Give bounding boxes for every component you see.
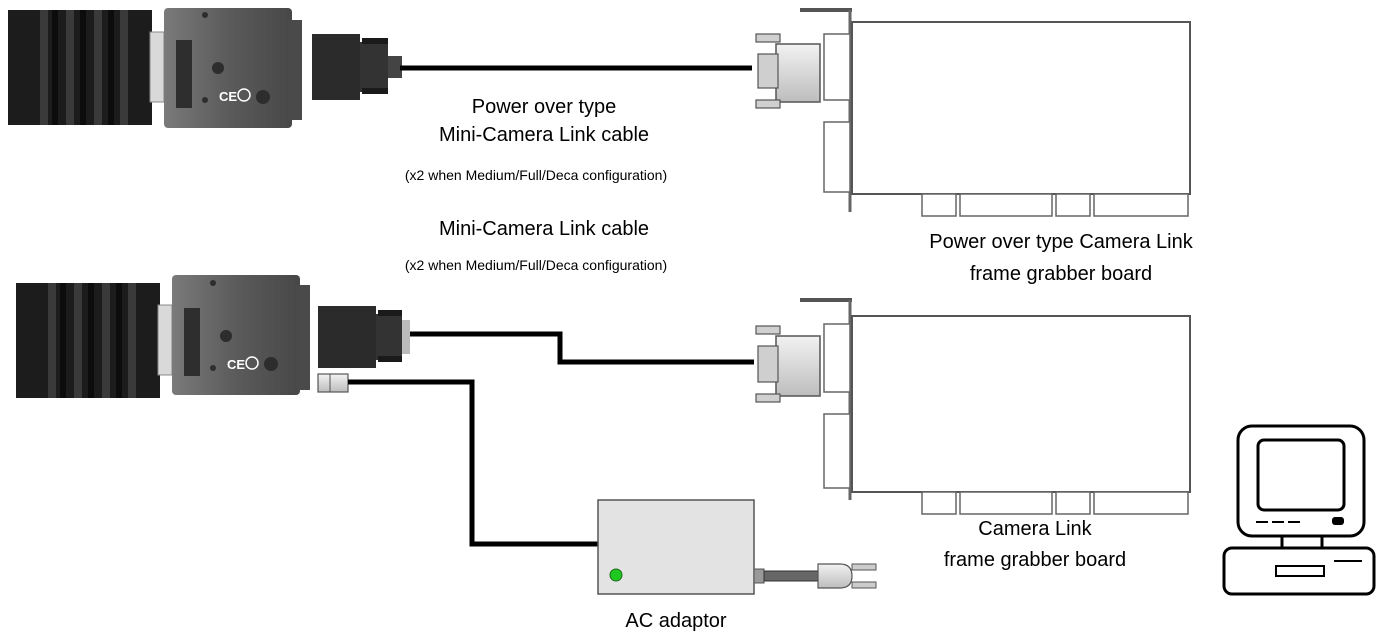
- mini-cable-note: (x2 when Medium/Full/Deca configuration): [404, 257, 668, 273]
- bottom-camera-link-cable: [410, 331, 754, 365]
- power-cable-note: (x2 when Medium/Full/Deca configuration): [404, 167, 668, 183]
- top-camera-connector-icon: [312, 34, 402, 100]
- bottom-frame-grabber-board: [755, 298, 1191, 515]
- ce-mark-icon: CE: [219, 89, 237, 104]
- desktop-computer-icon: [1222, 424, 1376, 596]
- power-cable-label-line2: Mini-Camera Link cable: [438, 124, 650, 146]
- bottom-camera-connector-icon: [318, 306, 410, 368]
- pocl-board-label-line2: frame grabber board: [969, 263, 1153, 285]
- cl-board-label-line1: Camera Link: [978, 518, 1092, 540]
- power-cable: [348, 379, 598, 547]
- mini-cable-label: Mini-Camera Link cable: [438, 218, 650, 240]
- bottom-board-connector-icon: [755, 325, 821, 403]
- top-camera: CE: [8, 8, 752, 128]
- lens-icon: [16, 283, 173, 398]
- ac-adaptor-icon: [597, 499, 877, 595]
- top-board-connector-icon: [755, 33, 821, 109]
- power-led-icon: [609, 568, 623, 582]
- power-plug-icon: [317, 373, 349, 393]
- pocl-board-label-line1: Power over type Camera Link: [929, 231, 1193, 253]
- power-cable-label-line1: Power over type: [471, 96, 617, 118]
- bottom-camera: CE: [16, 275, 754, 547]
- lens-icon: [8, 10, 165, 125]
- cl-board-label-line2: frame grabber board: [943, 549, 1127, 571]
- top-frame-grabber-board: [755, 8, 1191, 217]
- camera-body-icon: CE: [172, 275, 310, 395]
- camera-body-icon: CE: [164, 8, 302, 128]
- ac-adaptor-label: AC adaptor: [625, 610, 727, 632]
- ce-mark-icon: CE: [227, 357, 245, 372]
- ac-plug-icon: [817, 563, 853, 589]
